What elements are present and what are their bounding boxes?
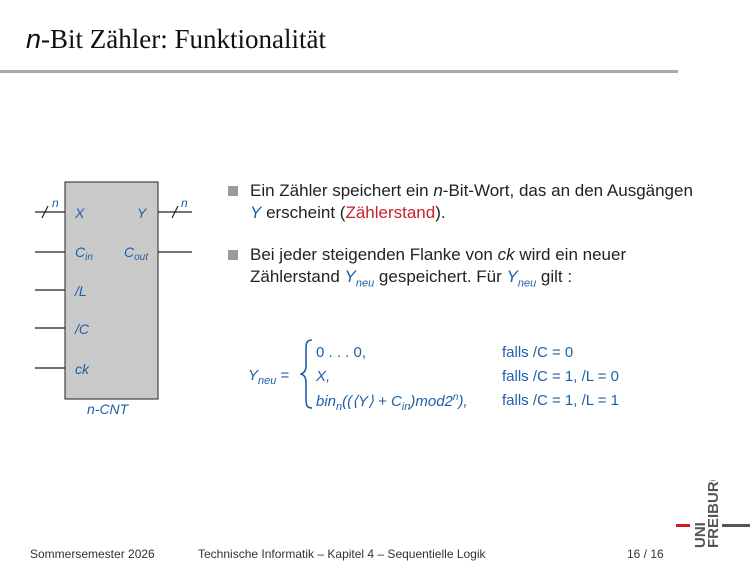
logo-line-uni: UNI [692, 522, 709, 548]
case-expr: binn((⟨Y⟩ + Cin)mod2n), [316, 392, 468, 413]
footer-course: Technische Informatik – Kapitel 4 – Sequ… [198, 547, 486, 561]
bullet-item: Ein Zähler speichert ein n-Bit-Wort, das… [228, 180, 698, 224]
port-label-c: /C [74, 321, 90, 337]
port-label-cin: Cin [75, 244, 93, 263]
title-variable: n [26, 24, 42, 54]
university-logo: UNI FREIBURG [676, 480, 750, 548]
title-text: -Bit Zähler: Funktionalität [41, 24, 326, 54]
bus-slash-x [41, 205, 49, 219]
logo-bar-left [676, 524, 690, 527]
case-condition: falls /C = 1, /L = 0 [502, 368, 620, 385]
case-condition: falls /C = 0 [502, 344, 574, 361]
page-title: n-Bit Zähler: Funktionalität [26, 24, 326, 55]
bus-width-label-y: n [181, 196, 188, 210]
bullet-item: Bei jeder steigenden Flanke von ck wird … [228, 244, 698, 294]
formula-lhs: Yneu = [248, 367, 290, 387]
port-label-x: X [74, 205, 85, 221]
bullet-list: Ein Zähler speichert ein n-Bit-Wort, das… [228, 180, 698, 312]
brace-icon [300, 339, 313, 409]
title-divider [0, 70, 678, 73]
port-label-y: Y [137, 205, 148, 221]
case-expr: X, [316, 368, 331, 385]
diagram-caption: n-CNT [87, 401, 130, 417]
port-label-l: /L [74, 283, 87, 299]
logo-line-freiburg: FREIBURG [705, 480, 722, 548]
port-label-cout: Cout [124, 244, 149, 263]
bus-slash-y [171, 205, 179, 219]
bus-width-label-x: n [52, 196, 59, 210]
logo-bar-right [722, 524, 750, 527]
highlight-term: Zählerstand [345, 203, 436, 222]
counter-block-diagram: n n X Cin /L /C ck Y Cout n-CNT [35, 181, 192, 417]
bullet-square-icon [228, 250, 238, 260]
port-label-ck: ck [75, 361, 90, 377]
counter-box [64, 181, 159, 400]
bullet-square-icon [228, 186, 238, 196]
footer-page-number: 16 / 16 [627, 547, 664, 561]
footer-semester: Sommersemester 2026 [30, 547, 155, 561]
case-condition: falls /C = 1, /L = 1 [502, 392, 620, 409]
case-expr: 0 . . . 0, [316, 344, 367, 361]
